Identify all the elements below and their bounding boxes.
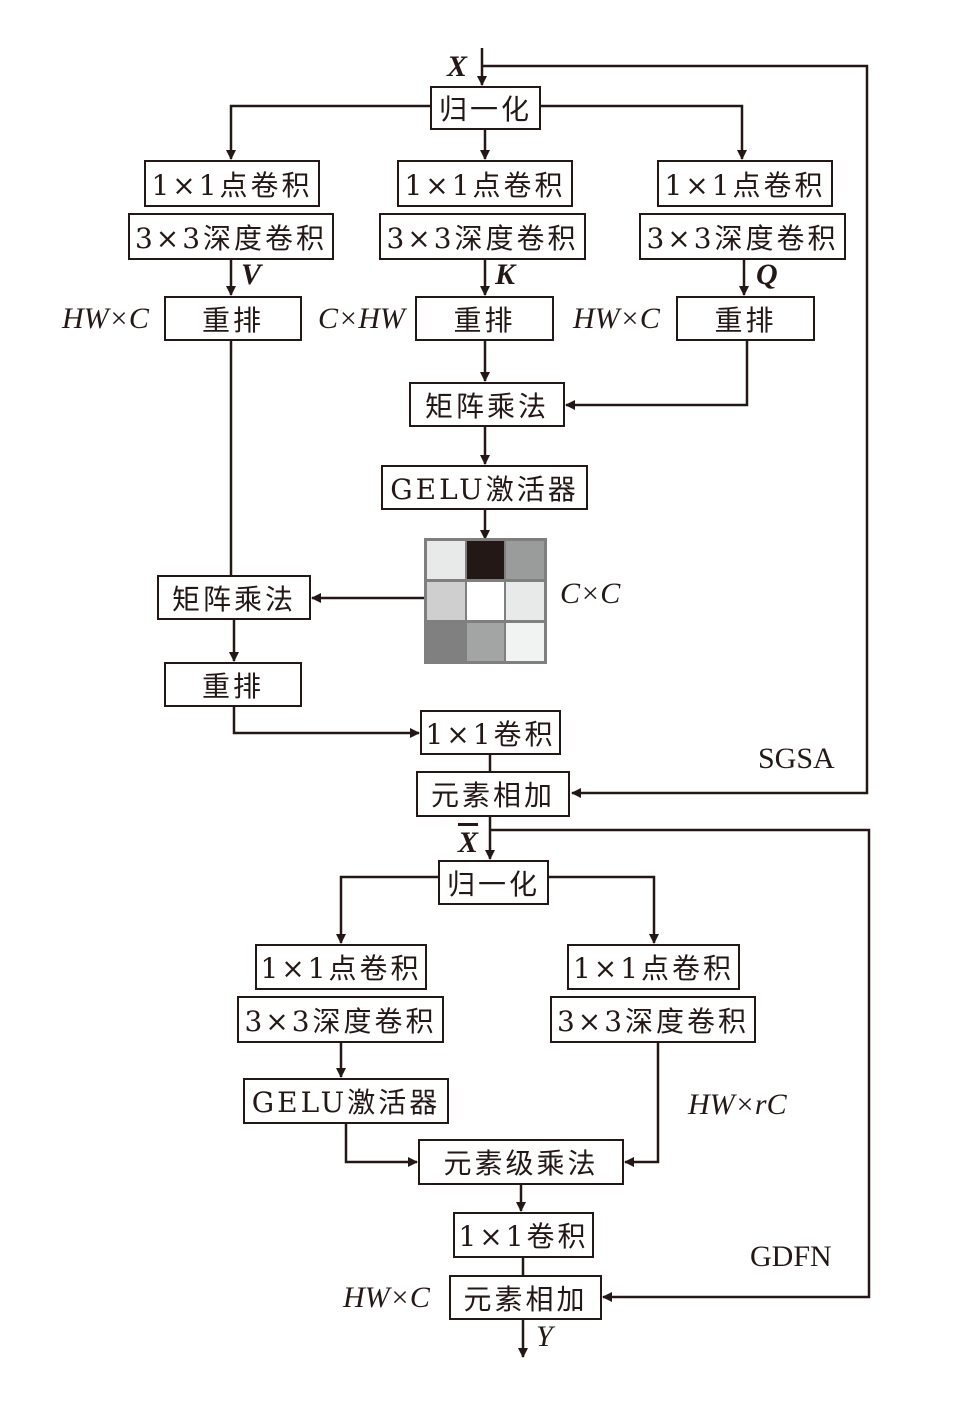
q-rearrange-box: 重排	[676, 296, 815, 341]
norm-to-q-branch	[541, 104, 747, 160]
gdfn-input-label: X	[458, 826, 479, 859]
sgsa-conv-out-box: 1×1卷积	[420, 710, 561, 755]
k-label: K	[495, 258, 516, 291]
gdfn-left-depthwise-conv-box: 3×3深度卷积	[237, 996, 444, 1043]
k-pointwise-conv-box: 1×1点卷积	[397, 160, 573, 207]
v-rearrange-box: 重排	[164, 296, 302, 341]
attention-map-cell	[427, 623, 465, 661]
attention-map-cell	[467, 623, 504, 661]
q-label: Q	[756, 258, 778, 291]
q-depthwise-conv-box: 3×3深度卷积	[639, 213, 846, 260]
v-label: V	[241, 258, 262, 291]
k-shape-label: C×HW	[318, 302, 405, 335]
gdfn-add-box: 元素相加	[449, 1275, 602, 1320]
sgsa-block-label: SGSA	[758, 742, 835, 775]
gdfn-norm-box: 归一化	[438, 860, 549, 905]
sgsa-rearrange-out-box: 重排	[164, 662, 302, 707]
v-matmul-box: 矩阵乘法	[157, 575, 311, 620]
v-pointwise-conv-box: 1×1点卷积	[144, 160, 320, 207]
gdfn-add-shape-label: HW×C	[343, 1281, 430, 1314]
q-pointwise-conv-box: 1×1点卷积	[657, 160, 833, 207]
attention-map-cell	[427, 582, 465, 620]
attention-map-cell	[506, 623, 544, 661]
v-shape-label: HW×C	[62, 302, 149, 335]
gdfn-left-pointwise-conv-box: 1×1点卷积	[255, 944, 427, 990]
gdfn-right-depthwise-conv-box: 3×3深度卷积	[550, 996, 756, 1043]
input-x-label: X	[447, 50, 468, 83]
v-depthwise-conv-box: 3×3深度卷积	[128, 213, 334, 260]
k-rearrange-box: 重排	[415, 296, 554, 341]
qk-matmul-box: 矩阵乘法	[409, 382, 565, 427]
output-y-label: Y	[536, 1320, 553, 1353]
attention-map-cell	[467, 582, 504, 620]
attention-map-cell	[506, 582, 544, 620]
gdfn-skip-line	[490, 828, 871, 1302]
sgsa-add-box: 元素相加	[416, 771, 570, 817]
sgsa-skip-line	[482, 64, 869, 798]
attention-map	[424, 538, 547, 664]
q-shape-label: HW×C	[573, 302, 660, 335]
gdfn-block-label: GDFN	[750, 1240, 832, 1273]
attention-map-cell	[467, 541, 504, 579]
gdfn-gelu-box: GELU激活器	[243, 1078, 449, 1124]
k-depthwise-conv-box: 3×3深度卷积	[379, 213, 586, 260]
elementwise-mul-box: 元素级乘法	[418, 1139, 624, 1185]
gdfn-right-pointwise-conv-box: 1×1点卷积	[567, 944, 740, 990]
sgsa-norm-box: 归一化	[430, 86, 541, 130]
norm-to-v-branch	[226, 104, 430, 160]
attention-map-shape-label: C×C	[560, 577, 621, 610]
sgsa-gelu-box: GELU激活器	[381, 465, 588, 510]
gdfn-conv-out-box: 1×1卷积	[453, 1212, 594, 1258]
attention-map-cell	[506, 541, 544, 579]
gdfn-right-shape-label: HW×rC	[688, 1088, 787, 1121]
attention-map-cell	[427, 541, 465, 579]
